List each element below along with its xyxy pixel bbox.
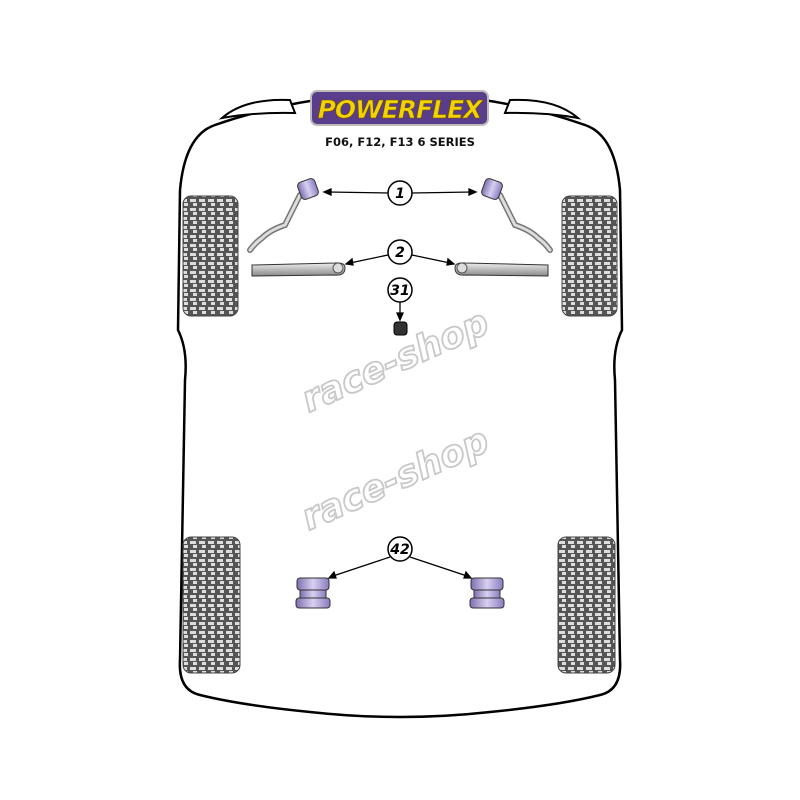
left-headlight	[218, 98, 297, 120]
callout-31-number: 31	[390, 283, 409, 299]
bush-31	[393, 321, 408, 336]
callout-42-number: 42	[389, 542, 409, 558]
brand-logo-text: POWERFLEX	[318, 95, 485, 124]
arm-left	[251, 262, 346, 277]
car-body-outline	[176, 91, 624, 719]
powerflex-logo: POWERFLEX	[310, 90, 489, 126]
model-title: F06, F12, F13 6 SERIES	[325, 135, 475, 149]
callout-arrows	[322, 188, 478, 579]
callout-31: 31	[387, 277, 413, 303]
bush-42-right	[469, 577, 505, 609]
callout-1-number: 1	[395, 186, 405, 202]
tyre-front-left	[182, 195, 239, 317]
callout-1: 1	[387, 180, 413, 206]
right-headlight	[503, 98, 582, 120]
bush-1-right	[481, 178, 503, 200]
tyre-rear-left	[182, 536, 241, 674]
bush-42-left	[295, 577, 331, 609]
callout-2: 2	[387, 239, 413, 265]
bush-2-right	[456, 262, 468, 274]
anti-roll-bar-left-inner	[248, 193, 302, 252]
callout-2-number: 2	[395, 245, 405, 261]
bush-2-left	[332, 262, 344, 274]
anti-roll-bar-right-inner	[498, 193, 552, 252]
arm-right	[454, 262, 549, 277]
callout-42: 42	[387, 536, 413, 562]
bush-1-left	[297, 178, 319, 200]
tyre-front-right	[561, 195, 618, 317]
tyre-rear-right	[557, 536, 616, 674]
